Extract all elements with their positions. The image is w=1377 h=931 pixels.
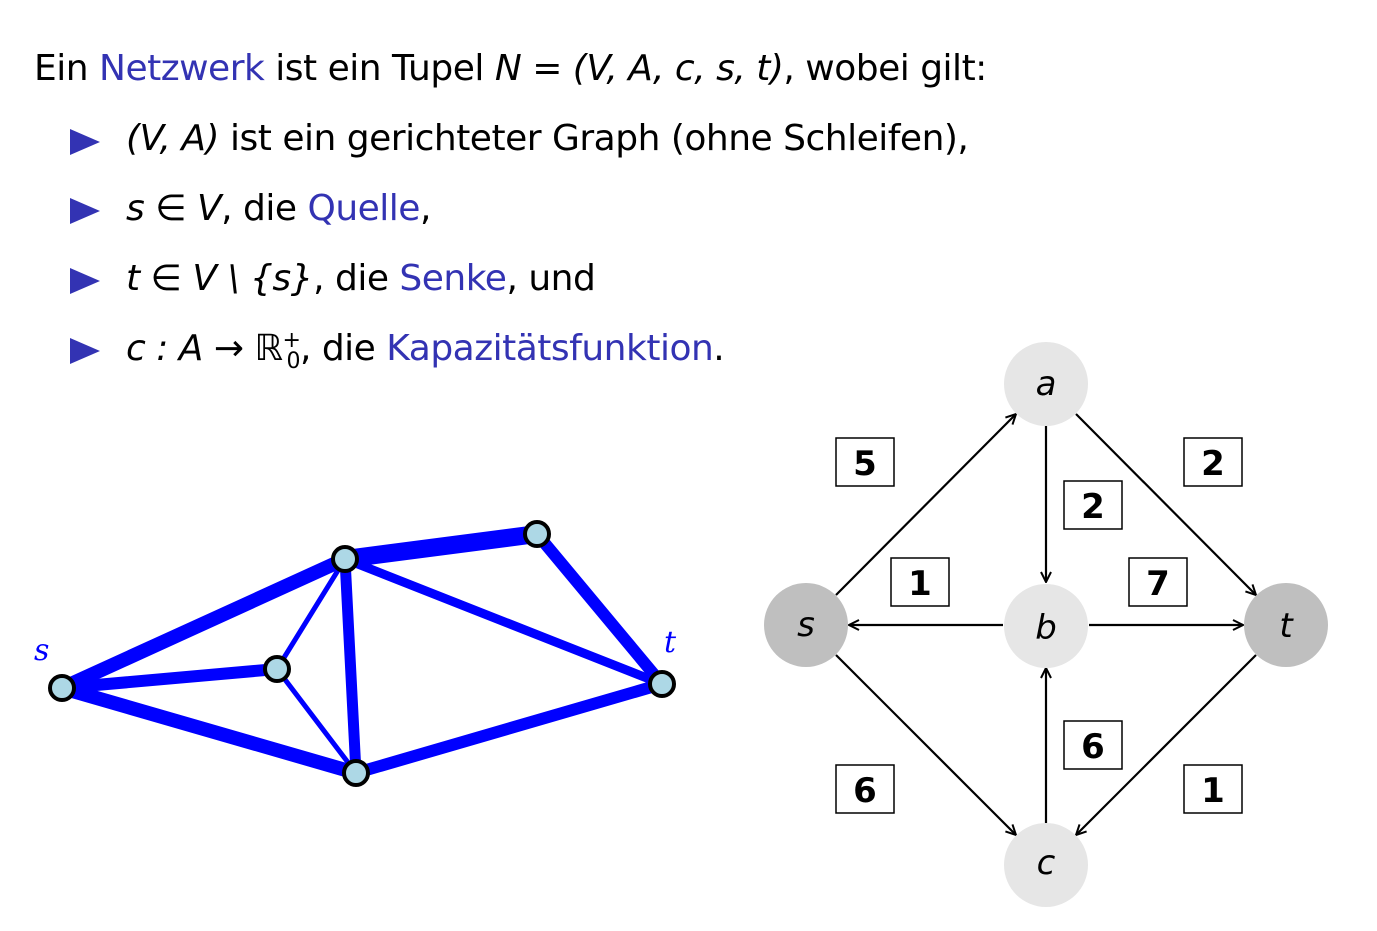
capacity-b-s: 1	[908, 564, 932, 604]
capacity-b-t: 7	[1146, 564, 1170, 604]
sink-label: t	[664, 625, 677, 660]
node-a	[1004, 342, 1088, 426]
graph-node	[523, 520, 551, 548]
capacity-box	[835, 437, 895, 487]
term-kapazitaetsfunktion: Kapazitätsfunktion	[386, 328, 714, 369]
bullet-icon	[70, 198, 100, 224]
node-label-c: c	[1037, 843, 1056, 883]
capacity-box	[1128, 557, 1188, 607]
edge	[339, 553, 362, 779]
flow-network	[835, 413, 1257, 835]
bullet-icon	[70, 338, 100, 364]
edge	[340, 554, 667, 689]
term-quelle: Quelle	[307, 188, 420, 229]
node-label-a: a	[1036, 364, 1057, 404]
text: ,	[419, 188, 431, 229]
intro-line: Ein Netzwerk ist ein Tupel N = (V, A, c,…	[34, 48, 987, 89]
capacity-s-a: 5	[853, 444, 877, 484]
graph-node	[342, 759, 370, 787]
term-netzwerk: Netzwerk	[99, 48, 265, 89]
graph-node	[331, 545, 359, 573]
text: .	[713, 328, 725, 369]
math: c : A → ℝ	[126, 328, 283, 369]
edge	[55, 552, 352, 695]
edge	[336, 525, 546, 568]
edge	[531, 528, 668, 690]
math-sub: 0	[286, 349, 300, 375]
left-graph	[55, 525, 668, 780]
bullet-sink: t ∈ V \ {s}, die Senke, und	[126, 258, 596, 299]
graph-node-t	[648, 670, 676, 698]
arc-t-c	[1076, 654, 1257, 835]
graph-node	[263, 655, 291, 683]
text: , die	[221, 188, 308, 229]
edge	[350, 678, 668, 779]
capacity-c-b: 6	[1081, 727, 1105, 767]
edge	[55, 681, 363, 780]
edge	[274, 666, 359, 776]
edge	[56, 663, 283, 694]
node-t	[1244, 583, 1328, 667]
tuple-math: N = (V, A, c, s, t)	[494, 48, 784, 89]
capacity-a-b: 2	[1081, 487, 1105, 527]
math: t ∈ V \ {s}	[126, 258, 314, 299]
text: , und	[506, 258, 596, 299]
capacity-box	[1183, 764, 1243, 814]
arc-s-c	[835, 654, 1016, 835]
capacity-s-c: 6	[853, 771, 877, 811]
math: (V, A)	[126, 118, 220, 159]
node-label-t: t	[1279, 606, 1294, 646]
node-s	[764, 583, 848, 667]
capacity-box	[1063, 720, 1123, 770]
capacity-a-t: 2	[1201, 444, 1225, 484]
node-label-s: s	[797, 605, 815, 645]
bullet-source: s ∈ V, die Quelle,	[126, 188, 431, 229]
edge	[274, 556, 348, 672]
arc-a-t	[1075, 413, 1256, 595]
arc-s-a	[835, 414, 1016, 596]
graph-node-s	[48, 674, 76, 702]
text: , wobei gilt:	[783, 48, 987, 89]
node-b	[1004, 584, 1088, 668]
capacity-box	[1183, 437, 1243, 487]
source-label: s	[34, 633, 49, 668]
text: ist ein gerichteter Graph (ohne Schleife…	[219, 118, 969, 159]
text: , die	[313, 258, 400, 299]
capacity-t-c: 1	[1201, 771, 1225, 811]
capacity-box	[890, 557, 950, 607]
capacity-box	[1063, 480, 1123, 530]
bullet-icon	[70, 268, 100, 294]
text: , die	[299, 328, 387, 369]
text: ist ein Tupel	[264, 48, 495, 89]
term-senke: Senke	[399, 258, 507, 299]
bullet-capacity: c : A → ℝ+0, die Kapazitätsfunktion.	[126, 328, 725, 375]
text: Ein	[34, 48, 100, 89]
node-c	[1004, 823, 1088, 907]
node-label-b: b	[1035, 608, 1057, 648]
capacity-box	[835, 764, 895, 814]
math-sup: +	[282, 328, 301, 353]
math: s ∈ V	[126, 188, 222, 229]
bullet-icon	[70, 129, 100, 155]
bullet-graph: (V, A) ist ein gerichteter Graph (ohne S…	[126, 118, 969, 159]
